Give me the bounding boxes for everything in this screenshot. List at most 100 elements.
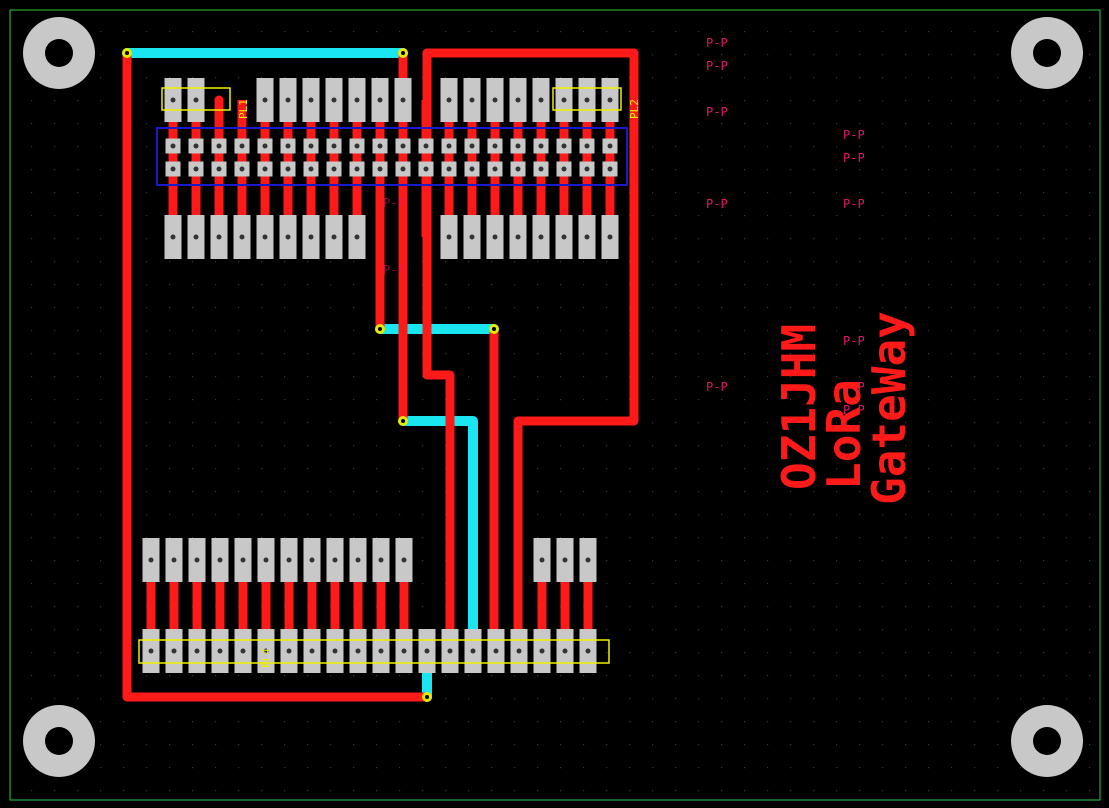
via-drill — [125, 51, 129, 55]
pad-drill — [308, 166, 314, 172]
pp-label: P-P — [843, 197, 865, 211]
header-courtyard — [156, 127, 628, 186]
pp-label: P-P — [706, 105, 728, 119]
pad-drill — [423, 166, 429, 172]
pad-drill — [193, 234, 199, 240]
via-drill — [401, 51, 405, 55]
pad-drill — [469, 166, 475, 172]
pad-drill — [538, 234, 544, 240]
pad-drill — [584, 97, 590, 103]
pad-drill — [309, 648, 315, 654]
pp-label: P-P — [706, 59, 728, 73]
pp-label: P-P — [843, 380, 865, 394]
pad-drill — [492, 143, 498, 149]
pl4-outline — [138, 639, 610, 664]
pad-drill — [515, 234, 521, 240]
via-drill — [492, 327, 496, 331]
pl2-designator: PL2 — [628, 99, 641, 119]
pad-drill — [170, 234, 176, 240]
pad-drill — [424, 648, 430, 654]
pad-drill — [539, 557, 545, 563]
pad-drill — [585, 557, 591, 563]
pad-drill — [377, 97, 383, 103]
pad-drill — [286, 648, 292, 654]
via-drill — [401, 419, 405, 423]
pad-drill — [193, 97, 199, 103]
pad-drill — [240, 648, 246, 654]
pad-drill — [562, 648, 568, 654]
mounting-hole-drill — [45, 727, 73, 755]
pad-drill — [377, 143, 383, 149]
board-outline — [9, 9, 1101, 801]
pad-drill — [469, 143, 475, 149]
pad-drill — [538, 143, 544, 149]
pad-drill — [239, 234, 245, 240]
pad-drill — [285, 143, 291, 149]
pad-drill — [217, 557, 223, 563]
pad-drill — [170, 166, 176, 172]
pad-drill — [239, 166, 245, 172]
pad-drill — [262, 234, 268, 240]
pp-label: P-P — [843, 403, 865, 417]
pad-drill — [331, 234, 337, 240]
pp-label: P-P — [843, 128, 865, 142]
pad-drill — [331, 166, 337, 172]
pad-drill — [492, 166, 498, 172]
pad-drill — [331, 97, 337, 103]
pad-drill — [148, 557, 154, 563]
pl1-outline — [161, 87, 231, 111]
pad-drill — [446, 97, 452, 103]
pad-drill — [332, 648, 338, 654]
pad-drill — [216, 143, 222, 149]
pad-drill — [607, 97, 613, 103]
pad-drill — [354, 143, 360, 149]
pad-drill — [401, 648, 407, 654]
pad-drill — [492, 234, 498, 240]
pad-drill — [354, 97, 360, 103]
pad-drill — [538, 166, 544, 172]
pad-drill — [171, 648, 177, 654]
pad-drill — [262, 143, 268, 149]
pad-drill — [607, 166, 613, 172]
pad-drill — [194, 648, 200, 654]
pad-drill — [170, 143, 176, 149]
via-drill — [425, 695, 429, 699]
pad-drill — [331, 143, 337, 149]
pad-drill — [446, 234, 452, 240]
top-copper-trace — [422, 48, 639, 656]
pad-drill — [470, 648, 476, 654]
pad-drill — [308, 97, 314, 103]
pad-drill — [217, 648, 223, 654]
pad-drill — [286, 557, 292, 563]
pad-drill — [378, 648, 384, 654]
pad-drill — [194, 557, 200, 563]
pad-drill — [308, 143, 314, 149]
pad-drill — [469, 234, 475, 240]
pad-drill — [585, 648, 591, 654]
mounting-hole-drill — [45, 39, 73, 67]
pad-drill — [148, 648, 154, 654]
pad-drill — [516, 648, 522, 654]
pad-drill — [539, 648, 545, 654]
pad-drill — [561, 166, 567, 172]
pad-drill — [263, 648, 269, 654]
pad-drill — [584, 166, 590, 172]
pl4-designator: PL4 — [260, 648, 273, 668]
pad-drill — [492, 97, 498, 103]
pad-drill — [262, 97, 268, 103]
pad-drill — [561, 143, 567, 149]
pad-drill — [171, 557, 177, 563]
pp-label: P-P — [706, 380, 728, 394]
mounting-hole-drill — [1033, 39, 1061, 67]
title-line: GateWay — [862, 311, 916, 505]
pad-drill — [401, 557, 407, 563]
title-line: LoRa — [817, 379, 871, 490]
pad-drill — [262, 166, 268, 172]
pad-drill — [400, 143, 406, 149]
pad-drill — [447, 648, 453, 654]
pl1-designator: PL1 — [237, 99, 250, 119]
pad-drill — [308, 234, 314, 240]
bottom-copper-trace — [398, 416, 478, 656]
pad-drill — [285, 234, 291, 240]
